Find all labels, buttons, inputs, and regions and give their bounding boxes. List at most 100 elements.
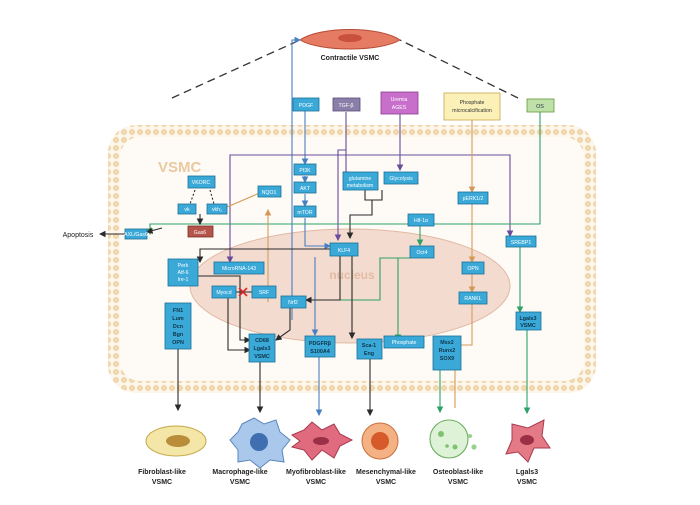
svg-text:CD68: CD68 <box>255 338 269 344</box>
svg-text:PDGFRβ: PDGFRβ <box>309 341 332 347</box>
vsmc-watermark: VSMC <box>158 159 202 176</box>
zoom-line-right <box>399 39 519 99</box>
node-srf: SRF <box>251 285 277 299</box>
svg-text:Dcn: Dcn <box>173 324 183 330</box>
pathway-edges <box>98 36 541 417</box>
input-tgf-beta: TGF-β <box>332 97 361 112</box>
svg-text:VSMC: VSMC <box>448 479 468 486</box>
phenotype-label-macrophage: Macrophage-like VSMC <box>212 469 267 486</box>
svg-text:PI3K: PI3K <box>299 168 311 174</box>
svg-text:Oct4: Oct4 <box>417 250 428 256</box>
svg-text:S100A4: S100A4 <box>310 349 329 355</box>
node-srebp1: SREBP1 <box>505 235 537 248</box>
svg-text:RANKL: RANKL <box>464 296 481 302</box>
node-klf4: KLF4 <box>329 242 359 257</box>
phenotype-label-lgals3: Lgals3 VSMC <box>516 469 538 486</box>
svg-text:Osteoblast-like: Osteoblast-like <box>433 469 483 476</box>
input-uremia-ages: Uremia AGES <box>380 91 419 115</box>
svg-text:Phosphate: Phosphate <box>392 340 417 346</box>
svg-text:VSMC: VSMC <box>254 354 270 360</box>
svg-text:Perk: Perk <box>178 263 189 269</box>
svg-text:VSMC: VSMC <box>230 479 250 486</box>
svg-text:FN1: FN1 <box>173 308 183 314</box>
node-phosphate: Phosphate <box>383 335 425 349</box>
node-akt: AKT <box>293 181 317 194</box>
svg-text:Lum: Lum <box>172 316 184 322</box>
markers-mesenchymal: Sca-1 Eng <box>356 338 383 360</box>
svg-text:Sca-1: Sca-1 <box>362 343 376 349</box>
osteoblast-cell-icon <box>429 419 477 459</box>
node-vk: vk <box>177 203 197 215</box>
macrophage-cell-icon <box>229 417 291 469</box>
svg-text:SOX9: SOX9 <box>440 356 454 362</box>
apoptosis-label: Apoptosis <box>63 232 94 239</box>
svg-text:Bgn: Bgn <box>173 332 183 338</box>
node-nrf2: Nrf2 <box>280 295 307 309</box>
phenotype-label-fibroblast: Fibroblast-like VSMC <box>138 469 186 486</box>
svg-text:Myofibroblast-like: Myofibroblast-like <box>286 469 346 476</box>
svg-text:TGF-β: TGF-β <box>338 103 353 109</box>
svg-text:Hif-1α: Hif-1α <box>414 218 428 224</box>
node-perk12: pERK1/2 <box>457 191 489 205</box>
input-phosphate-microcalcification: Phosphate microcalcification <box>443 92 501 121</box>
svg-text:VKORC: VKORC <box>192 180 211 186</box>
svg-text:MicroRNA-143: MicroRNA-143 <box>222 266 256 272</box>
contractile-vsmc-title: Contractile VSMC <box>321 55 380 62</box>
node-rankl: RANKL <box>458 291 488 305</box>
svg-text:AGES: AGES <box>392 105 407 111</box>
node-vkh2: vkh₂ <box>206 203 228 215</box>
node-oct4: Oct4 <box>409 245 435 259</box>
svg-text:Msx2: Msx2 <box>440 340 454 346</box>
node-vkorc: VKORC <box>187 175 216 189</box>
markers-osteoblast: Msx2 Runx2 SOX9 <box>432 335 462 371</box>
svg-text:KLF4: KLF4 <box>338 248 351 254</box>
svg-text:SRF: SRF <box>259 290 269 296</box>
node-hif1a: Hif-1α <box>407 213 435 227</box>
node-myocd: Myocd <box>211 285 237 299</box>
svg-text:Uremia: Uremia <box>391 97 408 103</box>
svg-text:metabolism: metabolism <box>347 183 374 189</box>
svg-text:Lgals3: Lgals3 <box>253 346 270 352</box>
node-axl-gas6: AXL/Gas6 <box>124 228 148 240</box>
svg-text:Myocd: Myocd <box>216 290 231 296</box>
svg-text:Nrf2: Nrf2 <box>288 300 298 306</box>
svg-text:Lgals3: Lgals3 <box>516 469 538 476</box>
svg-text:NQO1: NQO1 <box>262 190 277 196</box>
markers-fibroblast: FN1 Lum Dcn Bgn OPN <box>164 302 192 350</box>
svg-text:glutamine: glutamine <box>349 176 372 182</box>
zoom-line-left <box>171 39 301 99</box>
input-pdgf: PDGF <box>292 97 320 112</box>
svg-text:SREBP1: SREBP1 <box>511 240 532 246</box>
myofibroblast-cell-icon <box>290 421 354 461</box>
svg-text:Eng: Eng <box>364 351 374 357</box>
svg-text:mTOR: mTOR <box>297 210 312 216</box>
node-nqo1: NQO1 <box>257 185 282 198</box>
svg-text:OPN: OPN <box>467 266 478 272</box>
svg-text:Glycolysis: Glycolysis <box>389 176 413 182</box>
phenotype-label-mesenchymal: Mesenchymal-like VSMC <box>356 469 416 486</box>
svg-text:VSMC: VSMC <box>520 323 536 329</box>
svg-text:Gas6: Gas6 <box>194 230 207 236</box>
markers-macrophage: CD68 Lgals3 VSMC <box>248 333 276 363</box>
svg-text:AXL/Gas6: AXL/Gas6 <box>124 232 148 238</box>
svg-text:PDGF: PDGF <box>299 103 313 109</box>
input-os: OS <box>526 98 555 113</box>
svg-text:VSMC: VSMC <box>152 479 172 486</box>
svg-text:pERK1/2: pERK1/2 <box>463 196 484 202</box>
svg-text:AKT: AKT <box>300 186 311 192</box>
node-glycolysis: Glycolysis <box>383 171 419 185</box>
svg-text:Macrophage-like: Macrophage-like <box>212 469 267 476</box>
svg-text:Atf-6: Atf-6 <box>178 270 189 276</box>
phenotype-label-osteoblast: Osteoblast-like VSMC <box>433 469 483 486</box>
svg-text:Phosphate: Phosphate <box>460 100 485 106</box>
node-gas6: Gas6 <box>187 225 214 238</box>
markers-lgals3: Lgals3 VSMC <box>515 311 542 331</box>
fibroblast-cell-icon <box>145 425 207 457</box>
svg-text:microcalcification: microcalcification <box>452 108 492 114</box>
svg-text:VSMC: VSMC <box>517 479 537 486</box>
node-pi3k: PI3K <box>293 163 317 176</box>
